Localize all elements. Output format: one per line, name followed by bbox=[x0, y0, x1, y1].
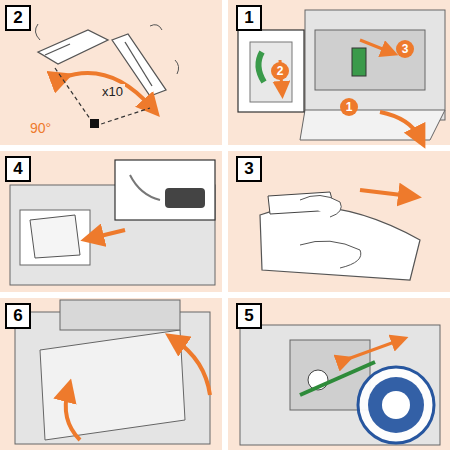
annotation-text: 90° bbox=[28, 120, 53, 136]
callout-number: 3 bbox=[396, 40, 414, 58]
callout-number: 1 bbox=[340, 98, 358, 116]
step-number: 5 bbox=[236, 303, 262, 329]
step-number: 4 bbox=[5, 156, 31, 182]
step-number: 3 bbox=[236, 156, 262, 182]
callout-number: 2 bbox=[271, 62, 289, 80]
step-number: 2 bbox=[5, 5, 31, 31]
step-number: 6 bbox=[5, 303, 31, 329]
step-number: 1 bbox=[236, 5, 262, 31]
annotation-text: x10 bbox=[100, 84, 125, 99]
